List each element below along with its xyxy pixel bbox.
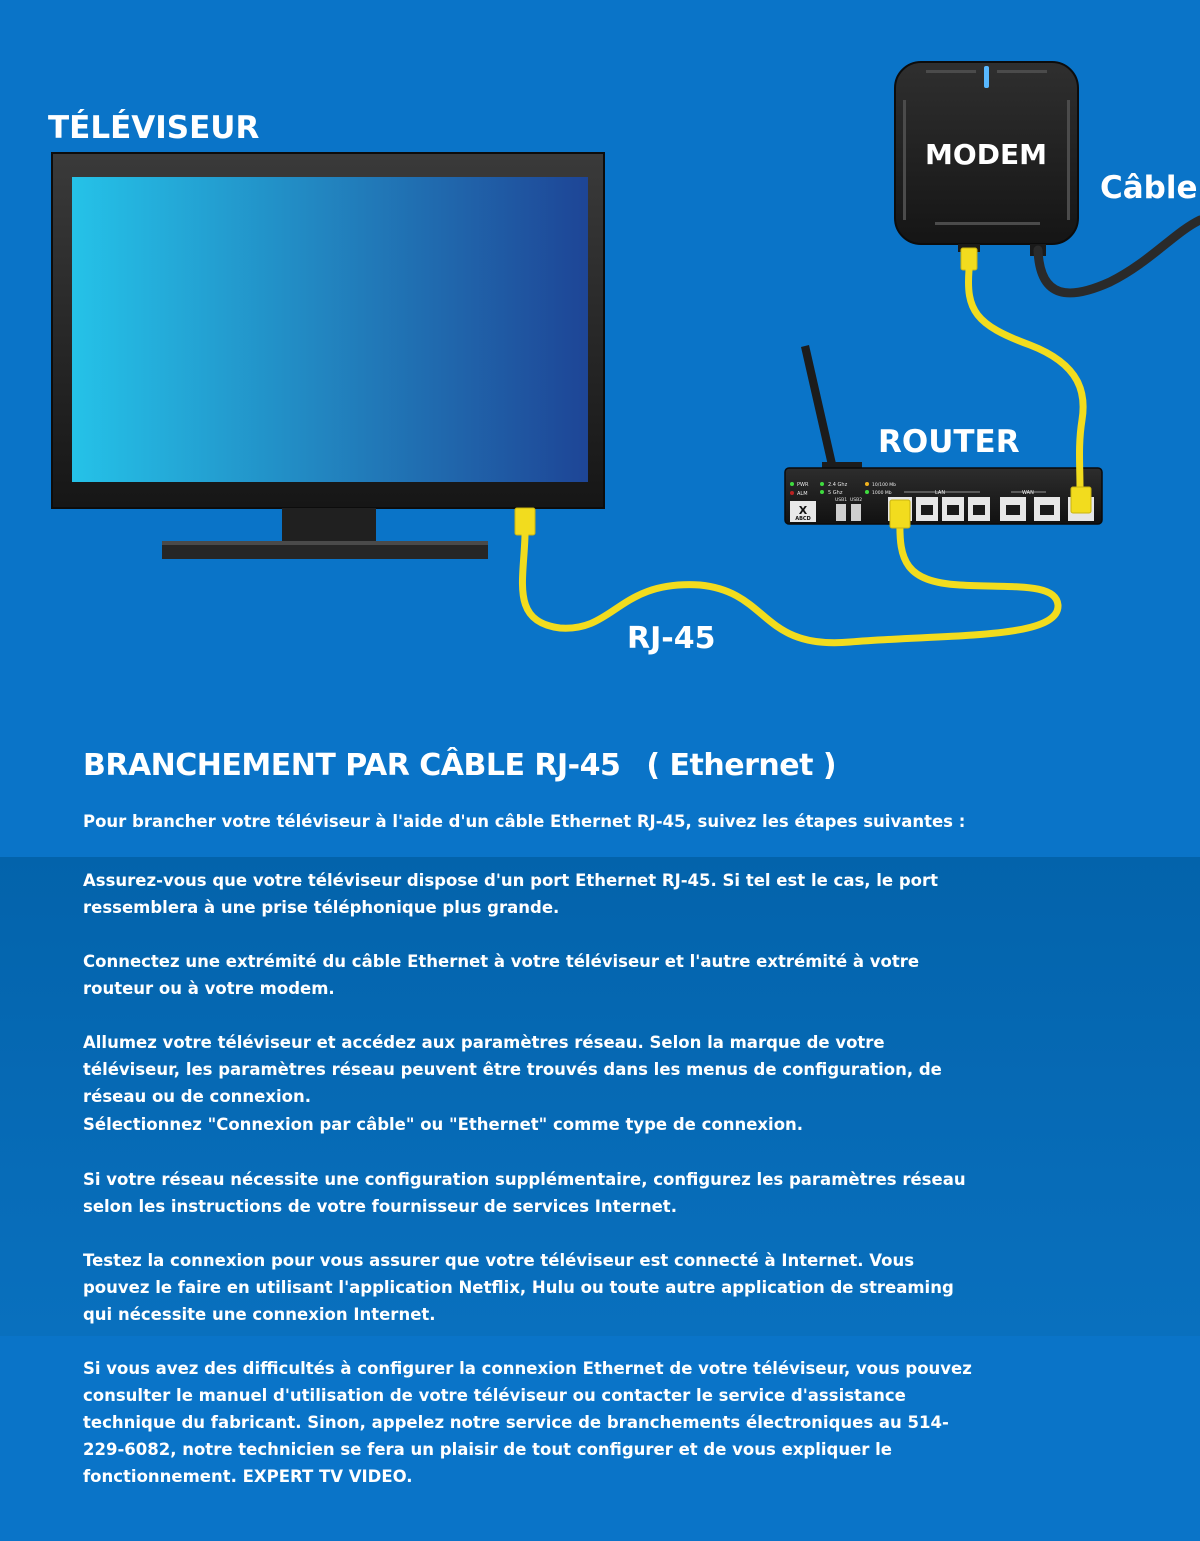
modem-label: MODEM [925,138,1047,171]
router-usb-port-2 [851,504,861,521]
connection-diagram: TÉLÉVISEUR MODEM Câble PWR ALM X ABCD 2.… [48,61,1200,656]
router-brand-letter: X [799,504,808,517]
step-3: Allumez votre téléviseur et accédez aux … [83,1033,942,1106]
ethernet-cable-modem-router [960,247,1092,514]
router-brand-plate [790,501,816,522]
tv-stand-base [162,541,488,559]
rj45-label: RJ-45 [627,621,715,656]
step-1: Assurez-vous que votre téléviseur dispos… [83,871,939,917]
router-usb1: USB1 [835,497,847,503]
modem-status-light [984,66,989,88]
tv-label: TÉLÉVISEUR [48,110,259,146]
steps-band [0,857,1200,1336]
router-antenna [801,345,837,470]
title-main: BRANCHEMENT PAR CÂBLE RJ-45 [83,748,621,783]
page-title: BRANCHEMENT PAR CÂBLE RJ-45 ( Ethernet ) [83,748,837,783]
coax-cable [1033,215,1200,298]
router-speed-2: 1000 Mb [872,490,892,496]
router-band-5: 5 Ghz [828,490,843,496]
step-6: Testez la connexion pour vous assurer qu… [83,1251,954,1324]
step-5: Si votre réseau nécessite une configurat… [83,1170,966,1216]
router-usb-port-1 [836,504,846,521]
intro-text: Pour brancher votre téléviseur à l'aide … [83,812,966,831]
router-lan-label: LAN [935,490,945,496]
router-wan-label: WAN [1022,490,1034,496]
router-speed-1: 10/100 Mb [872,482,896,488]
tv-screen [72,177,588,482]
closing-text: Si vous avez des difficultés à configure… [83,1359,972,1486]
router-usb2: USB2 [850,497,862,503]
title-subtitle: ( Ethernet ) [646,748,837,783]
router-status-pwr: PWR [797,482,809,488]
cable-label: Câble [1100,170,1198,206]
step-4: Sélectionnez "Connexion par câble" ou "E… [83,1115,804,1134]
router-brand-name: ABCD [795,516,811,522]
step-2: Connectez une extrémité du câble Etherne… [83,952,920,998]
ethernet-cable-tv-router [514,499,1062,647]
router-band-24: 2.4 Ghz [828,482,848,488]
router-label: ROUTER [878,424,1020,460]
tv-stand-neck [282,508,376,546]
television [51,152,605,559]
router-status-alm: ALM [797,491,808,497]
